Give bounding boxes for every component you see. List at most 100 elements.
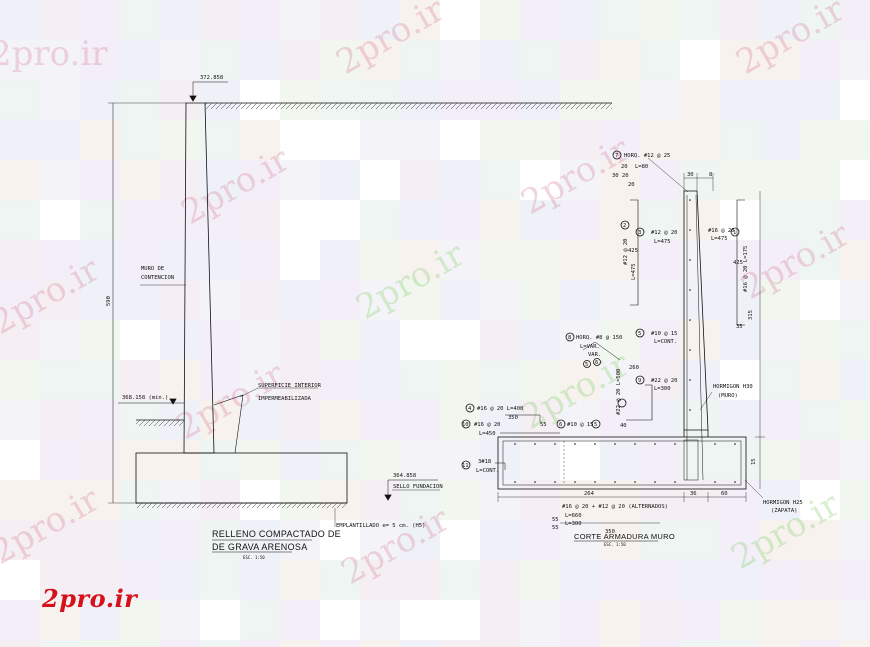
watermark-text: 2pro.ir [730,0,852,83]
dim-35-a: 35 [736,324,743,330]
surface-label-line1: SUPERFICIE INTERIOR [258,383,322,389]
dim-20-a: 20 [621,164,628,170]
bar-6-spec: #10 @ 15 [567,422,594,428]
bar-2-length-rotated: L=475 [631,263,637,280]
marker-5b: 5 [638,331,641,337]
marker-1: 1 [733,230,736,236]
dim-315: 315 [748,310,754,320]
dim-30: 30 [612,173,619,179]
bar-5-length: L=CONT. [654,339,677,345]
dim-425-a: 425 [628,248,638,254]
bar-11-length: L=CONT. [476,468,499,474]
dim-425-b: 425 [733,260,743,266]
dim-55-a: 55 [540,422,547,428]
right-scale: ESC. 1:50 [604,542,626,547]
watermark-text: 2pro.ir [0,479,107,573]
concrete-footing-label-2: (ZAPATA) [771,508,798,514]
marker-4: 4 [468,406,472,412]
marker-5: 5 [585,362,588,368]
marker-6: 6 [595,360,598,366]
concrete-wall-label-2: (MURO) [718,393,738,399]
watermark-text: 2pro.ir [725,484,847,578]
marker-6b: 6 [559,422,562,428]
bar-9-rotated: #22 @ 20 L=500 [616,369,622,415]
bar-9-spec: #22 @ 20 [651,378,678,384]
watermark-text: 2pro.ir [350,234,472,328]
base-level-label: 364.858 [393,473,416,479]
marker-10: 10 [462,422,469,428]
top-level-label: 372.858 [200,75,223,81]
marker-11: 11 [462,463,469,469]
watermarks: 2pro.ir 2pro.ir 2pro.ir 2pro.ir 2pro.ir … [0,0,857,593]
dim-20-c: 20 [628,182,635,188]
marker-2: 2 [623,223,626,229]
rebar-footing [497,436,747,490]
dim-40: 40 [620,423,627,429]
bottom-bars-length-1: L=660 [565,513,582,519]
dim-20-b: 20 [622,173,629,179]
surface-label-line2: IMPERMEABILIZADA [258,396,312,402]
bar-1-spec: #16 @ 20 [708,228,735,234]
dim-55-b: 55 [552,517,559,523]
bar-3-spec: #12 @ 20 [651,230,678,236]
fill-line [213,394,244,454]
left-caption-line2: DE GRAVA ARENOSA [212,542,308,552]
wall-label-line2: CONTENCION [141,275,174,281]
rebar-wall-stem [683,190,709,431]
marker-9: 9 [638,378,641,384]
bar-5-spec: #10 @ 15 [651,331,678,337]
top-width-2: 8 [709,172,712,178]
dim-264: 264 [584,491,595,497]
screed-hatch [136,503,347,508]
bar-8-var: VAR. [588,352,601,358]
watermark-text: 2pro.ir [0,249,107,343]
bar-3-length: L=475 [654,239,671,245]
marker-3: 3 [638,230,641,236]
brand-logo[interactable]: 2pro.ir [42,584,138,613]
top-width-1: 30 [687,172,694,178]
dim-60: 60 [721,491,728,497]
height-dim-label: 590 [106,296,112,306]
watermark-text: 2pro.ir [335,499,457,593]
bar-8-length: L=VAR. [580,344,600,350]
right-caption: CORTE ARMADURA MURO [574,532,675,541]
dim-350-a: 350 [508,415,518,421]
left-caption-line1: RELLENO COMPACTADO DE [212,529,341,539]
dim-55-c: 55 [552,525,559,531]
mid-level-label: 368.158 (min.) [122,395,168,401]
bottom-bars-length-2: L=300 [565,521,582,527]
bar-1-length: L=475 [711,236,728,242]
bar-4-spec: #16 @ 20 L=400 [477,406,523,412]
watermark-text: 2pro.ir [735,214,857,308]
bar-7-length: L=80 [635,164,648,170]
dim-15: 15 [751,458,757,465]
bar-8-spec: HORQ. #8 @ 150 [576,335,622,341]
screed-label: EMPLANTILLADO e= 5 cm. (H5) [336,523,425,529]
seal-label: SELLO FUNDACION [393,484,443,490]
bar-10-spec: #16 @ 20 [474,422,501,428]
bar-11-spec: 3#18 [478,459,491,465]
bar-9-length: L=300 [654,386,671,392]
watermark-text: 2pro.ir [0,34,108,74]
concrete-wall-label-1: HORMIGON H30 [713,384,753,390]
bottom-bars-spec: #16 @ 20 + #12 @ 20 (ALTERNADOS) [562,504,668,510]
ground-hatch [205,103,612,109]
left-scale: ESC. 1:50 [243,555,265,560]
bar-10-length: L=450 [479,431,496,437]
wall-label-line1: MURO DE [141,266,164,272]
reinforcement-section [461,150,765,542]
dim-36: 36 [690,491,697,497]
concrete-footing-label-1: HORMIGON H25 [763,500,803,506]
marker-7: 7 [615,153,618,159]
wall-footing [135,452,348,504]
left-annotations: 372.858 590 MURO DE CONTENCION 368.158 (… [106,75,443,560]
dim-260: 260 [629,365,639,371]
marker-5c: 5 [594,422,597,428]
watermark-text: 2pro.ir [175,139,297,233]
bar-7-spec: HORQ. #12 @ 25 [624,153,670,159]
retaining-wall-section [108,81,612,553]
dim-350-b: 350 [605,529,615,535]
marker-8: 8 [568,335,571,341]
watermark-text: 2pro.ir [330,0,452,83]
